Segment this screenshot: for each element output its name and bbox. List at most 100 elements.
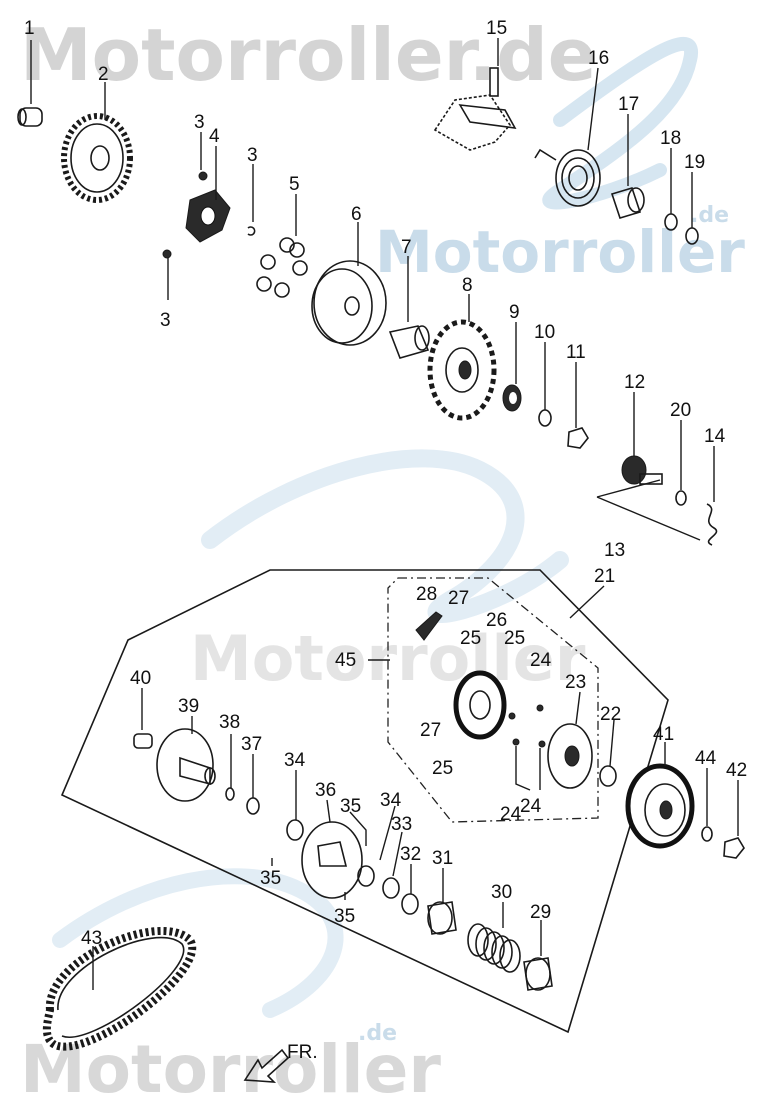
part-44-washer xyxy=(701,826,713,842)
callout-29: 29 xyxy=(530,902,551,923)
callout-31: 31 xyxy=(432,848,453,869)
part-16-kick-spring xyxy=(534,148,601,207)
part-34-oring xyxy=(286,819,304,841)
part-42-nut xyxy=(723,837,745,859)
callout-13: 13 xyxy=(604,540,625,561)
leader-13-b xyxy=(596,479,661,498)
callout-44: 44 xyxy=(695,748,717,769)
front-direction-arrow: FR. xyxy=(243,1042,318,1083)
callout-42: 42 xyxy=(726,760,747,781)
callout-3-c: 3 xyxy=(160,310,171,331)
callout-4: 4 xyxy=(209,126,220,147)
part-6-drive-face xyxy=(311,260,387,346)
part-25-clip-b xyxy=(512,738,520,746)
part-22-washer xyxy=(599,765,617,787)
callout-2: 2 xyxy=(98,64,109,85)
callout-8: 8 xyxy=(462,275,473,296)
part-32-seal xyxy=(401,893,419,915)
callout-19: 19 xyxy=(684,152,705,173)
callout-5: 5 xyxy=(289,174,300,195)
callout-15: 15 xyxy=(486,18,507,39)
part-34-oring-b xyxy=(357,865,375,887)
part-23-clutch-carrier xyxy=(547,723,593,789)
part-3-slider-c xyxy=(162,249,172,259)
callout-14: 14 xyxy=(704,426,726,447)
callout-16: 16 xyxy=(588,48,609,69)
callout-35-a: 35 xyxy=(340,796,361,817)
callout-25-b: 25 xyxy=(504,628,525,649)
part-17-bush xyxy=(610,187,645,219)
part-9-washer xyxy=(502,384,522,412)
part-26-clutch-shoes xyxy=(453,670,507,740)
watermark-mid-suffix: .de xyxy=(690,203,729,228)
callout-21: 21 xyxy=(594,566,615,587)
part-14-clip xyxy=(706,503,718,546)
part-5-rollers xyxy=(256,237,308,298)
part-43-drive-belt xyxy=(42,926,197,1051)
callout-20: 20 xyxy=(670,400,691,421)
callout-35-c: 35 xyxy=(334,906,355,927)
part-41-clutch-bell xyxy=(625,763,695,849)
callout-33: 33 xyxy=(391,814,412,835)
watermark-bottom-suffix: .de xyxy=(358,1021,397,1046)
callout-34-b: 34 xyxy=(380,790,402,811)
callout-24-b: 24 xyxy=(520,796,542,817)
part-3-slider-b xyxy=(247,226,256,236)
callout-10: 10 xyxy=(534,322,555,343)
leader-lines xyxy=(30,38,739,990)
watermark-swoosh-bottom xyxy=(52,868,344,1018)
callout-25-a: 25 xyxy=(460,628,481,649)
part-24-clip-b xyxy=(538,740,546,748)
callout-38: 38 xyxy=(219,712,240,733)
watermark-mid-text: Motorroller xyxy=(375,218,745,286)
callout-numbers: 1 2 3 3 3 4 5 6 7 8 9 10 11 12 13 14 15 … xyxy=(24,18,747,949)
part-28-pin xyxy=(415,611,443,641)
part-8-fan-face xyxy=(427,319,497,421)
part-7-sleeve xyxy=(388,325,430,359)
callout-28: 28 xyxy=(416,584,437,605)
callout-18: 18 xyxy=(660,128,681,149)
part-12-shaft-gear xyxy=(621,455,663,485)
part-3-slider-a xyxy=(198,171,208,181)
callout-3-a: 3 xyxy=(194,112,205,133)
callout-11: 11 xyxy=(566,342,586,363)
part-20-washer xyxy=(675,490,687,506)
watermark-swoosh-top xyxy=(542,36,699,210)
callout-22: 22 xyxy=(600,704,621,725)
callout-40: 40 xyxy=(130,668,151,689)
part-15-kick-starter-shaft xyxy=(433,67,517,151)
callout-23: 23 xyxy=(565,672,586,693)
part-36-movable-driven-face xyxy=(301,821,363,899)
part-30-clutch-spring xyxy=(467,923,521,973)
callout-6: 6 xyxy=(351,204,362,225)
callout-7: 7 xyxy=(401,237,412,258)
callout-1: 1 xyxy=(24,18,35,39)
part-38-seal xyxy=(225,787,235,801)
callout-37: 37 xyxy=(241,734,262,755)
callout-12: 12 xyxy=(624,372,645,393)
part-40-bushing xyxy=(133,733,153,749)
part-29-collar xyxy=(523,957,553,991)
watermark-swoosh-mid xyxy=(201,449,569,624)
watermark-bottom-text: Motorroller xyxy=(20,1031,441,1098)
callout-27-b: 27 xyxy=(420,720,441,741)
callout-25-c: 25 xyxy=(432,758,453,779)
part-37-seal xyxy=(246,797,260,815)
part-1-bushing xyxy=(17,107,43,127)
callout-39: 39 xyxy=(178,696,199,717)
callout-43: 43 xyxy=(81,928,102,949)
part-31-spring-seat xyxy=(427,901,457,935)
variator-assembly-outline xyxy=(60,569,669,1034)
front-direction-label: FR. xyxy=(287,1042,318,1063)
callout-24-c: 24 xyxy=(500,804,522,825)
part-24-clip xyxy=(536,704,544,712)
callout-3-b: 3 xyxy=(247,145,258,166)
callout-27-a: 27 xyxy=(448,588,469,609)
part-10-washer xyxy=(538,409,552,427)
part-2-starter-gear xyxy=(61,113,133,203)
part-25-clip xyxy=(508,712,516,720)
callout-30: 30 xyxy=(491,882,512,903)
callout-9: 9 xyxy=(509,302,520,323)
part-4-ramp-plate xyxy=(185,189,231,243)
callout-24-a: 24 xyxy=(530,650,552,671)
